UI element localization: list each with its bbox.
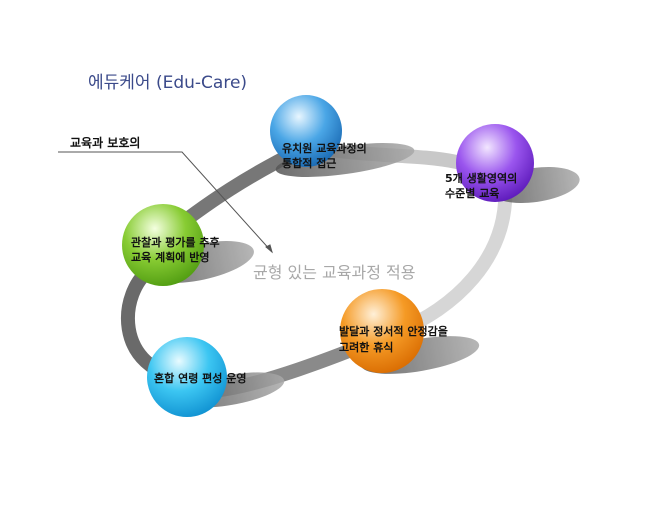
node-mixed-age-line1: 혼합 연령 편성 운영 — [154, 371, 246, 385]
node-integrated-line1: 유치원 교육과정의 — [282, 141, 367, 155]
sphere-five-areas — [456, 124, 534, 202]
sphere-integrated — [270, 95, 342, 167]
node-integrated-line2: 통합적 접근 — [282, 156, 336, 170]
callout-arrow — [58, 151, 273, 254]
node-observation-line2: 교육 계획에 반영 — [131, 250, 210, 264]
sphere-observation — [122, 204, 204, 286]
diagram-title: 에듀케어 (Edu-Care) — [88, 73, 247, 93]
node-observation-line1: 관찰과 평가를 추후 — [131, 235, 220, 249]
callout-label: 교육과 보호의 — [70, 135, 140, 150]
node-rest-line1: 발달과 정서적 안정감을 — [339, 324, 448, 338]
center-text: 균형 있는 교육과정 적용 — [253, 263, 415, 282]
node-five-areas-line2: 수준별 교육 — [445, 187, 499, 200]
node-five-areas-line1: 5개 생활영역의 — [445, 171, 517, 185]
sphere-rest — [340, 289, 424, 373]
sphere-mixed-age — [147, 337, 227, 417]
node-rest-line2: 고려한 휴식 — [339, 340, 393, 354]
